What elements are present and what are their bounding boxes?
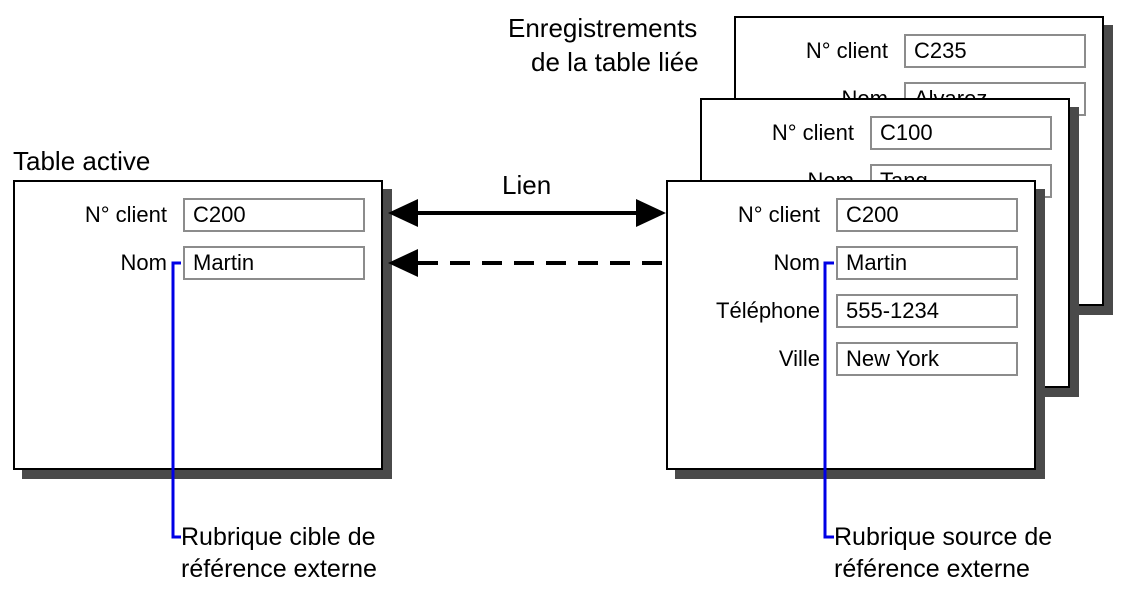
client-number-label: N° client	[805, 38, 888, 63]
phone-label: Téléphone	[716, 298, 820, 323]
client-number-field: C200	[183, 198, 365, 232]
link-label: Lien	[502, 170, 552, 200]
phone-field: 555-1234	[836, 294, 1018, 328]
city-field: New York	[836, 342, 1018, 376]
client-number-field: C200	[836, 198, 1018, 232]
client-number-label: N° client	[84, 202, 167, 227]
source-caption-line2: référence externe	[834, 555, 1030, 583]
linked-table-title-line2: de la table liée	[531, 47, 699, 77]
active-table-card: N° client C200 Nom Martin	[13, 180, 383, 470]
source-connector-line	[823, 261, 834, 539]
dashed-arrow	[388, 249, 666, 277]
link-arrow	[388, 199, 666, 227]
client-number-label: N° client	[771, 120, 854, 145]
target-caption-line1: Rubrique cible de	[181, 523, 376, 551]
city-label: Ville	[778, 346, 820, 371]
name-label: Nom	[120, 250, 167, 275]
linked-record-card-front: N° client C200 Nom Martin Téléphone 555-…	[666, 180, 1036, 470]
client-number-field: C235	[904, 34, 1086, 68]
client-number-field: C100	[870, 116, 1052, 150]
name-field: Martin	[836, 246, 1018, 280]
client-number-label: N° client	[737, 202, 820, 227]
name-label: Nom	[773, 250, 820, 275]
linked-table-title-line1: Enregistrements	[508, 13, 698, 43]
source-caption-line1: Rubrique source de	[834, 523, 1053, 551]
active-table-title: Table active	[13, 146, 151, 176]
name-field: Martin	[183, 246, 365, 280]
target-caption-line2: référence externe	[181, 555, 377, 583]
target-connector-line	[171, 261, 181, 539]
